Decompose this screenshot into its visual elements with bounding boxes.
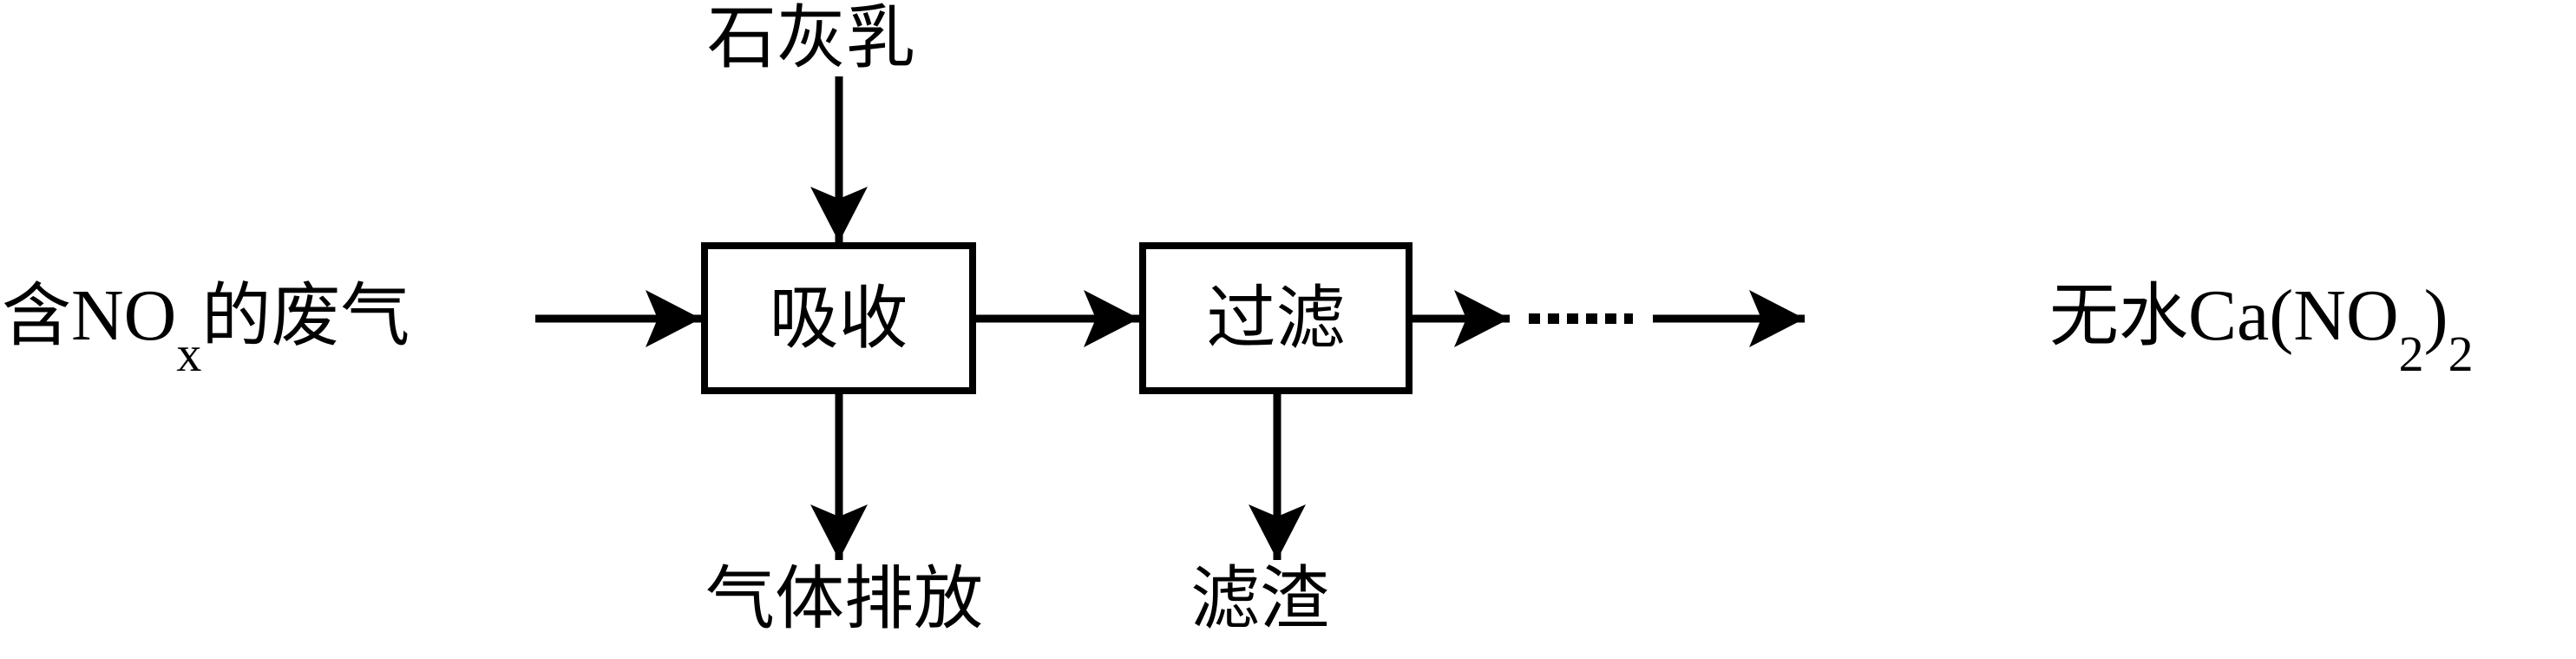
input-formula-main: NO <box>71 275 177 356</box>
process-label-absorb: 吸收 <box>769 277 908 359</box>
byproduct-label-filter-residue: 滤渣 <box>1190 558 1329 639</box>
input-label-nox-waste-gas: 含NOx的废气 <box>2 280 410 379</box>
process-label-filter: 过滤 <box>1206 277 1346 359</box>
input-suffix: 的废气 <box>201 275 410 356</box>
input-formula-sub: x <box>176 326 202 382</box>
product-label-anhydrous-calcium-nitrite: 无水Ca(NO2)2 <box>2049 280 2474 379</box>
process-box-absorb <box>701 242 976 394</box>
process-box-filter <box>1139 242 1413 394</box>
product-prefix: 无水 <box>2049 275 2188 356</box>
product-formula-sub2: 2 <box>2448 326 2474 382</box>
product-formula-sub1: 2 <box>2398 326 2424 382</box>
reagent-label-lime-milk: 石灰乳 <box>707 0 915 78</box>
input-prefix: 含 <box>2 275 71 356</box>
product-formula-b: ) <box>2423 275 2448 356</box>
product-formula-a: Ca(NO <box>2188 275 2399 356</box>
byproduct-label-gas-emission: 气体排放 <box>705 558 983 639</box>
